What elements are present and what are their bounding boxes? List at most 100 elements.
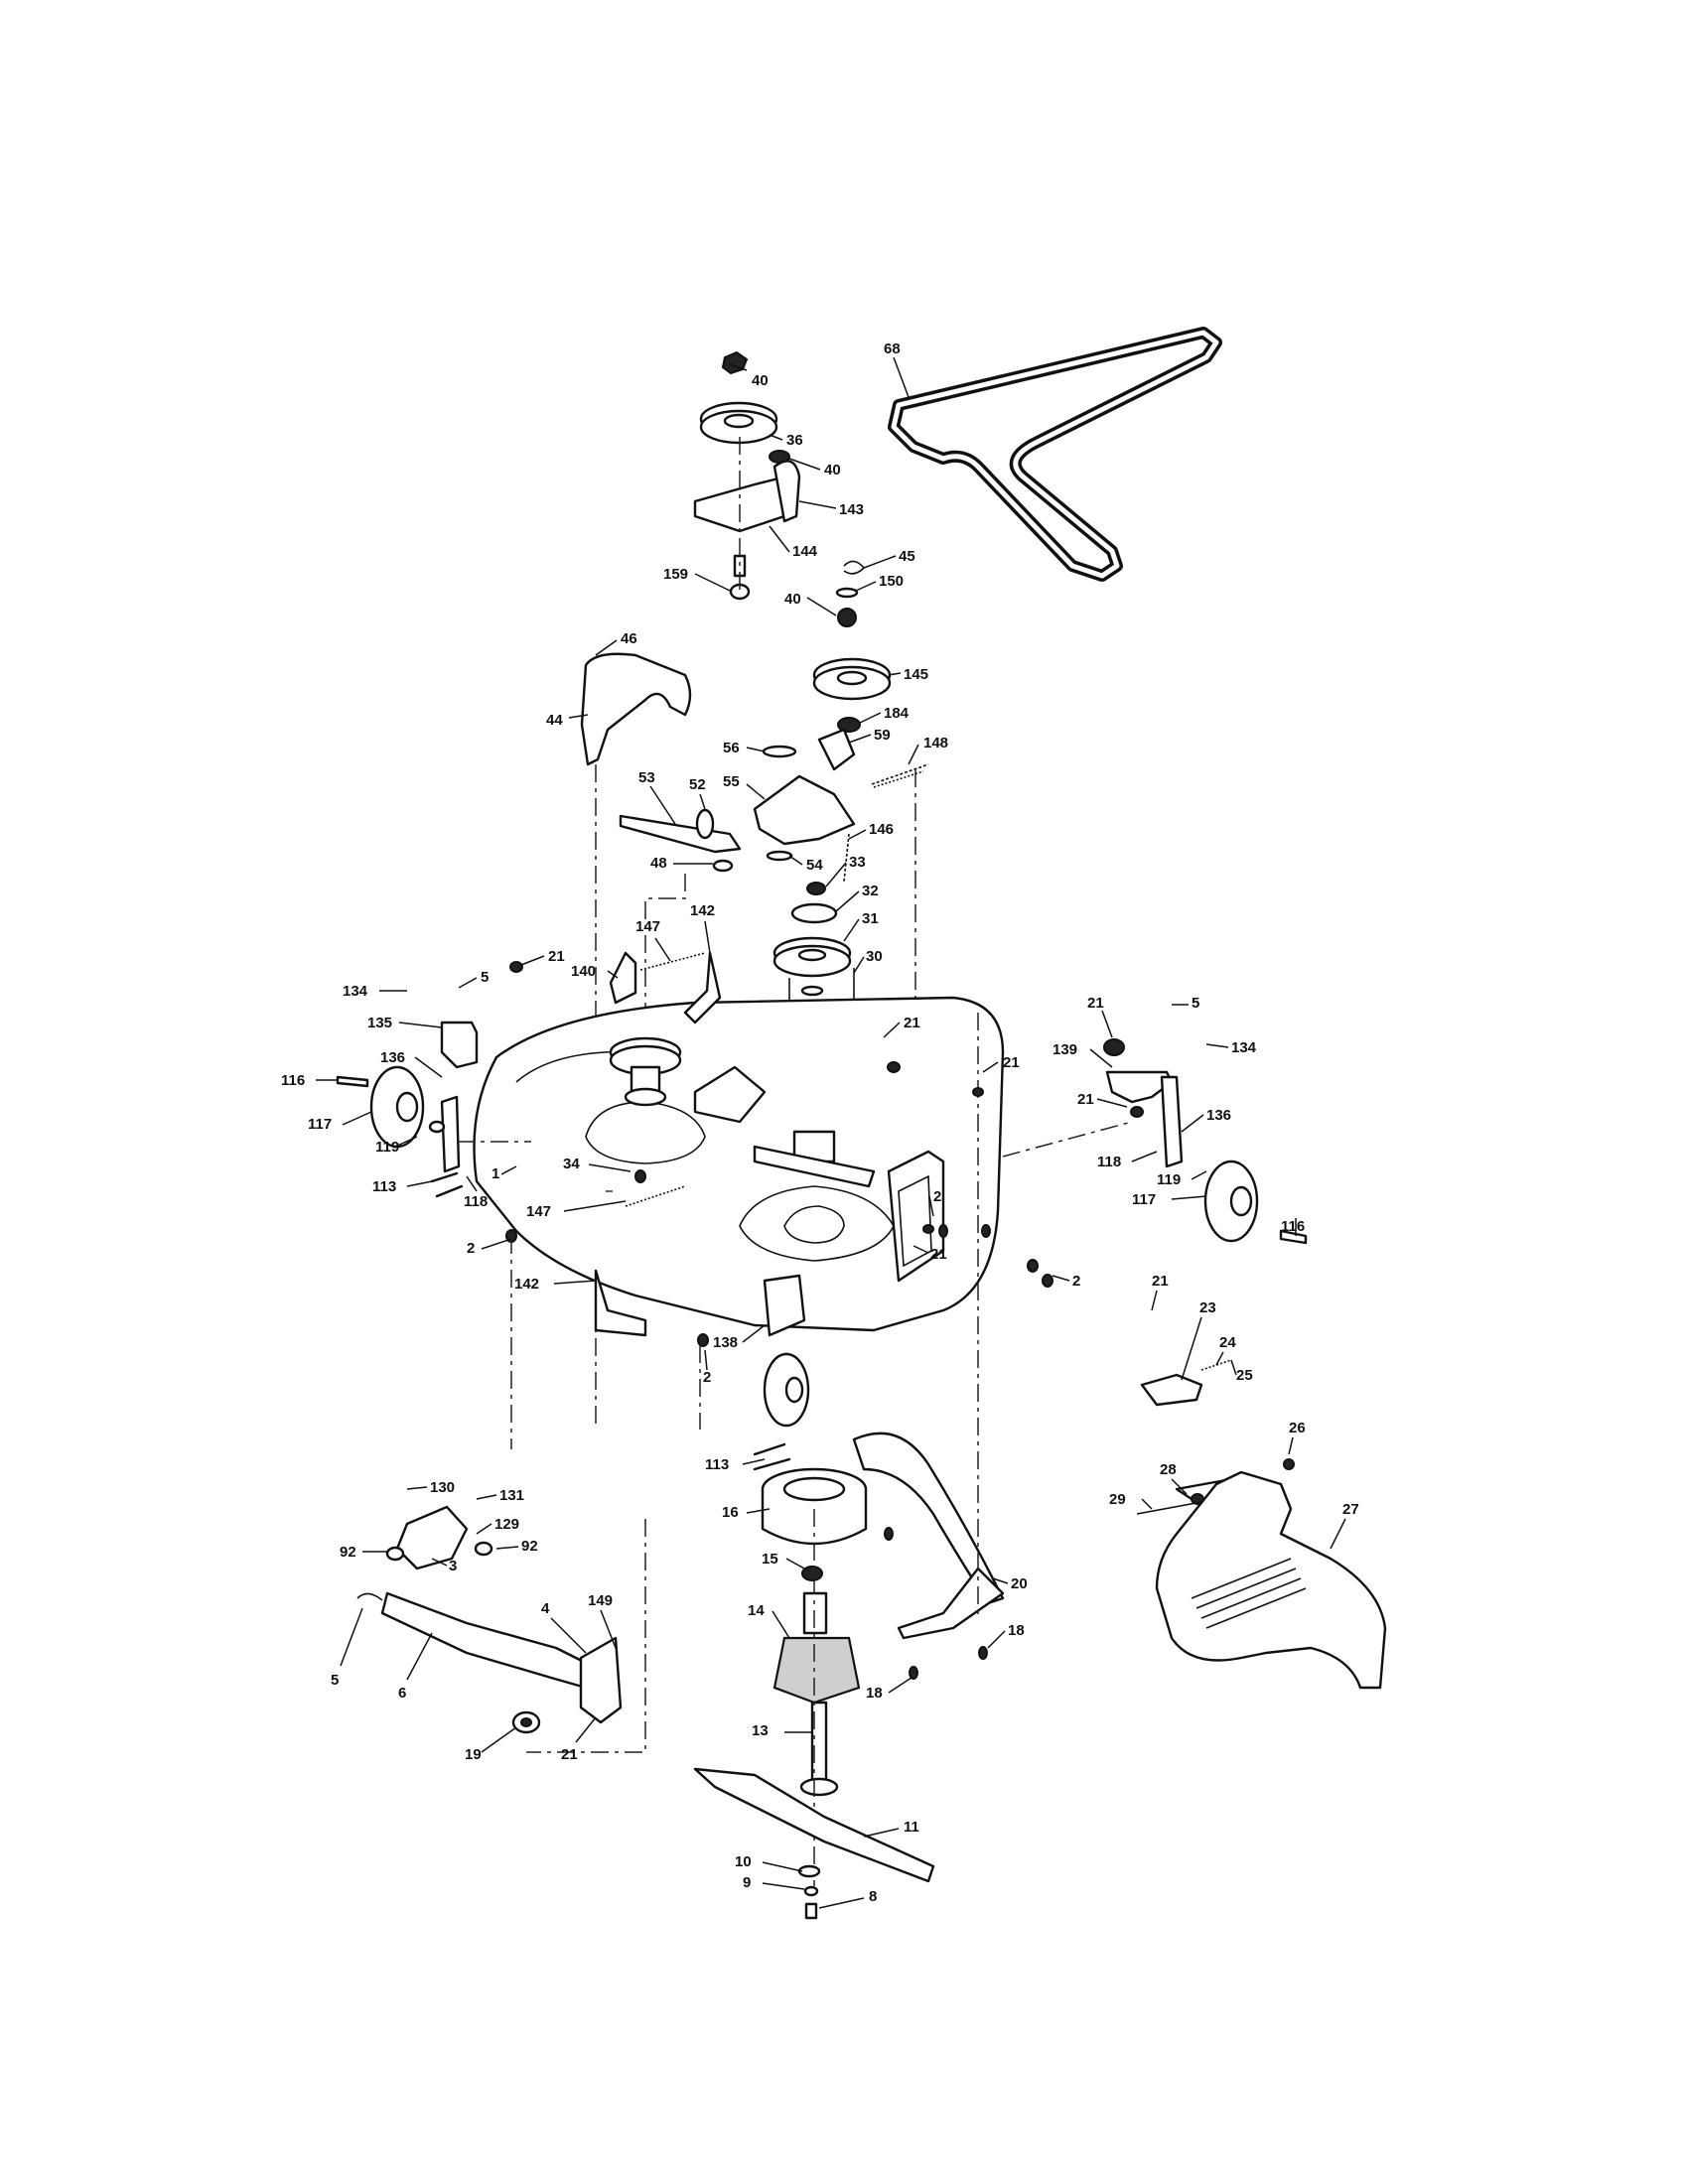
callout-146: 146 <box>869 821 894 838</box>
callout-113-center: 113 <box>705 1456 729 1473</box>
callout-46: 46 <box>621 630 637 647</box>
callout-30: 30 <box>866 948 883 965</box>
left-gauge-wheel-group <box>336 1021 531 1198</box>
callout-54: 54 <box>806 857 823 874</box>
callout-36: 36 <box>786 432 803 449</box>
callout-26: 26 <box>1289 1420 1306 1436</box>
callout-136-right: 136 <box>1206 1107 1231 1124</box>
callout-29: 29 <box>1109 1491 1126 1508</box>
callout-4: 4 <box>541 1600 550 1617</box>
callout-2-left: 2 <box>467 1240 475 1257</box>
callout-9: 9 <box>743 1874 751 1891</box>
callout-20: 20 <box>1011 1575 1028 1592</box>
baffle-20 <box>852 1013 1005 1640</box>
callout-2-right: 2 <box>1072 1273 1080 1290</box>
callout-118-left: 118 <box>464 1193 488 1210</box>
callout-143: 143 <box>839 501 864 518</box>
callout-55: 55 <box>723 773 740 790</box>
callout-149: 149 <box>588 1592 613 1609</box>
spring-146 <box>843 833 850 883</box>
callout-138: 138 <box>713 1334 738 1351</box>
callout-40-top: 40 <box>752 372 769 389</box>
callout-134-right: 134 <box>1231 1039 1257 1056</box>
callout-148: 148 <box>923 735 948 751</box>
callout-144: 144 <box>792 543 818 560</box>
callout-21-bottom: 21 <box>561 1746 578 1763</box>
callout-119-right: 119 <box>1157 1171 1181 1188</box>
callout-136-left: 136 <box>380 1049 405 1066</box>
callout-15: 15 <box>762 1551 778 1568</box>
callout-21-center: 21 <box>904 1015 920 1031</box>
callout-18-left: 18 <box>866 1685 883 1702</box>
callout-labels: 40 36 40 143 144 159 68 45 150 40 145 18… <box>281 341 1359 1905</box>
callout-131: 131 <box>499 1487 524 1504</box>
callout-129: 129 <box>494 1516 519 1533</box>
callout-150: 150 <box>879 573 904 590</box>
springs-147 <box>625 770 1232 1371</box>
spindle-assembly <box>761 1467 868 1886</box>
callout-116-left: 116 <box>281 1072 305 1089</box>
callout-21-center-right: 21 <box>1003 1054 1020 1071</box>
callout-113-left: 113 <box>372 1178 396 1195</box>
callout-13: 13 <box>752 1722 769 1739</box>
callout-21-right-top: 21 <box>1087 995 1104 1012</box>
callout-184: 184 <box>884 705 910 722</box>
callout-14: 14 <box>748 1602 765 1619</box>
callout-40-mid: 40 <box>824 462 841 478</box>
callout-56: 56 <box>723 740 740 756</box>
fasteners <box>505 961 1144 1680</box>
callout-119-left: 119 <box>375 1139 399 1156</box>
callout-28: 28 <box>1160 1461 1177 1478</box>
drive-belt <box>888 327 1222 582</box>
callout-10: 10 <box>735 1853 752 1870</box>
callout-142-top: 142 <box>690 902 715 919</box>
callout-24: 24 <box>1219 1334 1236 1351</box>
lift-link-assembly <box>356 1505 646 1753</box>
callout-21-chute: 21 <box>1152 1273 1169 1290</box>
callout-18-right: 18 <box>1008 1622 1025 1639</box>
idler-pulley-145 <box>812 560 892 733</box>
center-pulley <box>772 882 855 1032</box>
callout-48: 48 <box>650 855 667 872</box>
right-gauge-wheel-group <box>1002 1038 1308 1245</box>
callout-147-top: 147 <box>635 918 660 935</box>
callout-52: 52 <box>689 776 706 793</box>
discharge-chute <box>1136 1373 1387 1690</box>
callout-92-right: 92 <box>521 1538 538 1555</box>
callout-21-right-mid: 21 <box>1077 1091 1094 1108</box>
callout-33: 33 <box>849 854 866 871</box>
callout-44: 44 <box>546 712 563 729</box>
callout-2-bottom: 2 <box>703 1369 711 1386</box>
callout-139: 139 <box>1052 1041 1077 1058</box>
mower-deck-housing <box>473 996 1005 1332</box>
callout-135: 135 <box>367 1015 392 1031</box>
idler-arm-53 <box>619 808 742 1122</box>
callout-1: 1 <box>491 1165 499 1182</box>
callout-45: 45 <box>899 548 915 565</box>
callout-92-left: 92 <box>340 1544 356 1561</box>
brackets-142 <box>594 951 722 1337</box>
front-wheel-138 <box>753 1274 810 1471</box>
callout-19: 19 <box>465 1746 482 1763</box>
callout-34: 34 <box>563 1156 580 1172</box>
callout-11: 11 <box>904 1819 919 1836</box>
callout-147-mid: 147 <box>526 1203 551 1220</box>
callout-140: 140 <box>571 963 596 980</box>
callout-16: 16 <box>722 1504 739 1521</box>
leader-lines <box>316 356 1346 1909</box>
callout-25: 25 <box>1236 1367 1253 1384</box>
callout-31: 31 <box>862 910 879 927</box>
callout-40-right: 40 <box>784 591 801 608</box>
callout-8: 8 <box>869 1888 877 1905</box>
callout-5-bottom: 5 <box>331 1672 339 1689</box>
callout-130: 130 <box>430 1479 455 1496</box>
callout-134-left: 134 <box>343 983 368 1000</box>
callout-118-right: 118 <box>1097 1154 1121 1170</box>
callout-3: 3 <box>449 1558 457 1574</box>
callout-27: 27 <box>1342 1501 1359 1518</box>
callout-117-right: 117 <box>1132 1191 1156 1208</box>
callout-59: 59 <box>874 727 891 744</box>
callout-32: 32 <box>862 883 879 899</box>
callout-23: 23 <box>1199 1299 1216 1316</box>
